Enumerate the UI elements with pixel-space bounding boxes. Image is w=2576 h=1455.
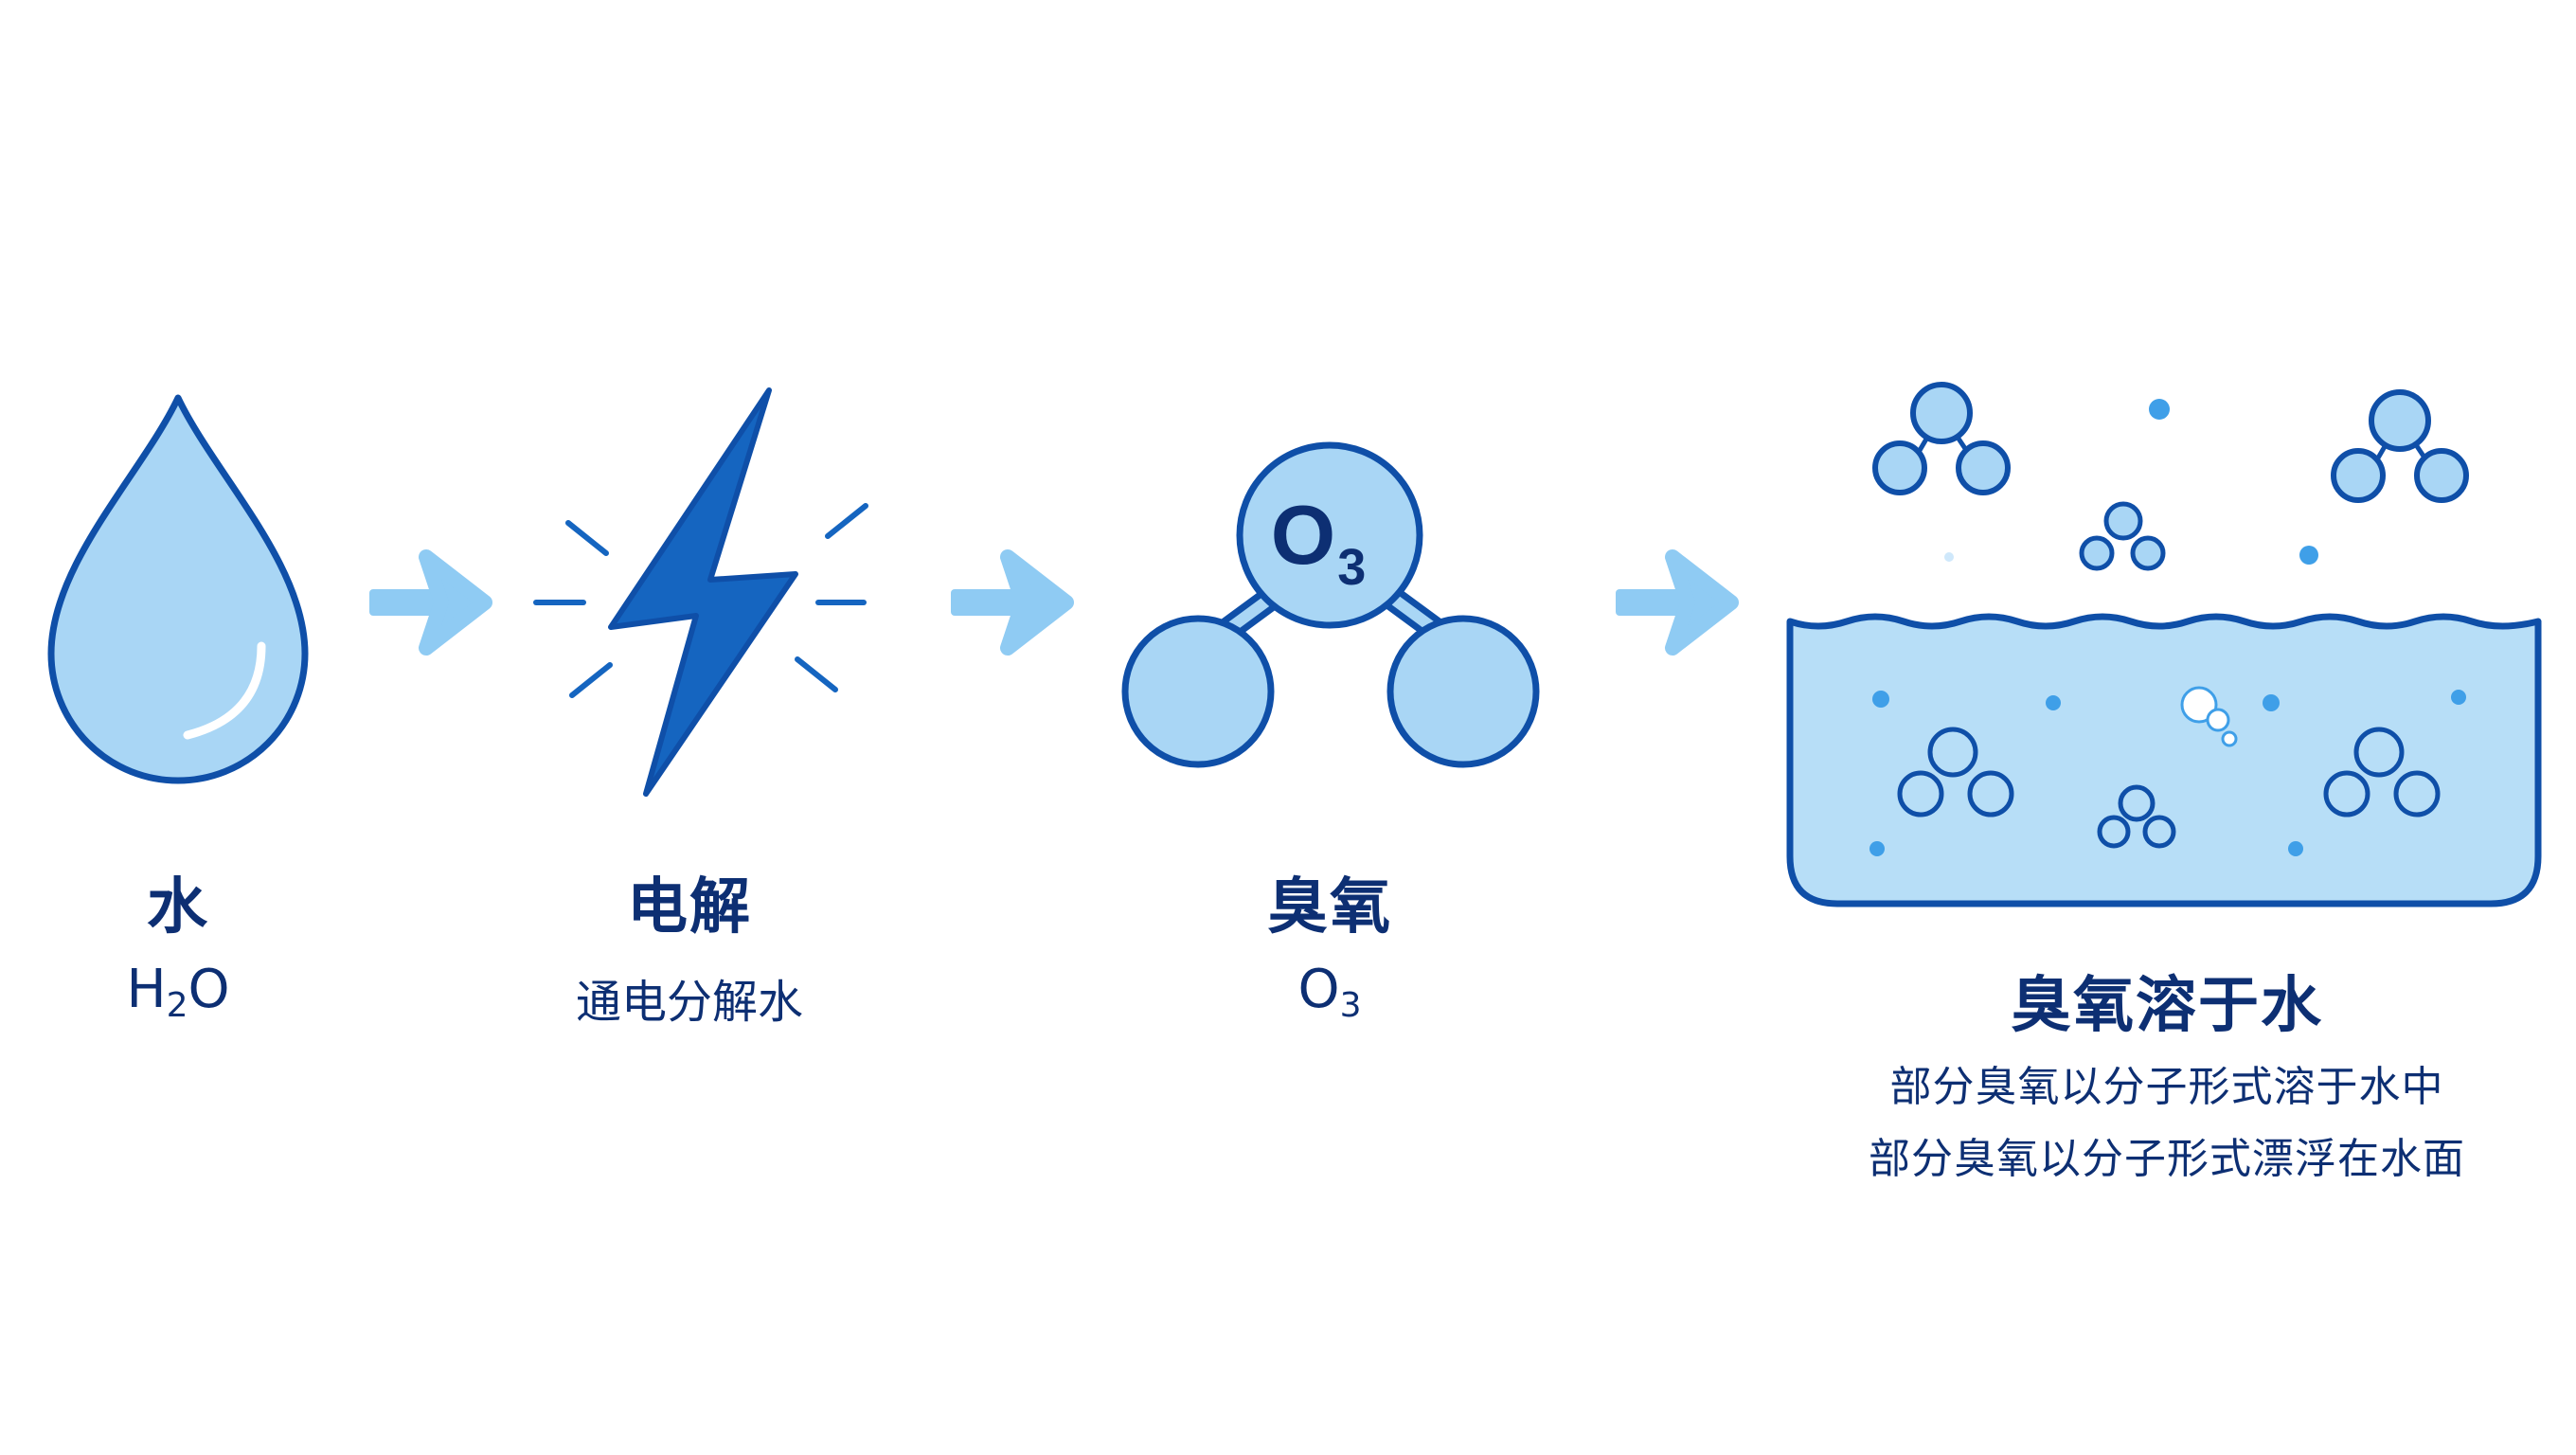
step-title-water: 水 bbox=[147, 872, 209, 943]
step-subtitle-electrolysis: 通电分解水 bbox=[575, 976, 803, 1029]
ozone-dot bbox=[1944, 552, 1954, 562]
dissolved-ozone-molecule bbox=[2323, 727, 2441, 817]
arrow-right-icon bbox=[951, 549, 1074, 656]
floating-ozone-molecule bbox=[2331, 389, 2469, 503]
ozone-molecule-icon: O3 bbox=[1121, 441, 1540, 768]
step-title-ozone: 臭氧 bbox=[1267, 872, 1392, 943]
molecule-label: O3 bbox=[1271, 488, 1367, 596]
step-title-ozone-in-water: 臭氧溶于水 bbox=[2011, 971, 2323, 1041]
dissolved-ozone-molecule bbox=[1897, 727, 2014, 817]
floating-ozone-molecule bbox=[2079, 501, 2166, 571]
lightning-bolt-icon bbox=[608, 387, 798, 797]
rising-bubbles-icon bbox=[2180, 686, 2238, 747]
step-title-electrolysis: 电解 bbox=[627, 872, 752, 943]
dissolved-ozone-molecule bbox=[2097, 784, 2176, 849]
step-desc-line-1: 部分臭氧以分子形式溶于水中 bbox=[1889, 1063, 2444, 1111]
floating-ozone-molecule bbox=[1872, 382, 2011, 495]
ozone-in-water-tank-icon bbox=[1786, 382, 2542, 907]
arrow-right-icon bbox=[369, 549, 492, 656]
ozone-dot bbox=[2149, 399, 2170, 420]
step-formula-water: H2O bbox=[126, 959, 230, 1025]
water-drop-icon bbox=[47, 394, 309, 784]
spark-rays-icon bbox=[533, 503, 868, 698]
arrow-right-icon bbox=[1616, 549, 1739, 656]
step-formula-ozone: O3 bbox=[1297, 959, 1362, 1025]
dissolved-ozone-dots bbox=[1869, 690, 2466, 856]
step-desc-line-2: 部分臭氧以分子形式漂浮在水面 bbox=[1869, 1135, 2465, 1183]
ozone-dot bbox=[2299, 546, 2318, 565]
